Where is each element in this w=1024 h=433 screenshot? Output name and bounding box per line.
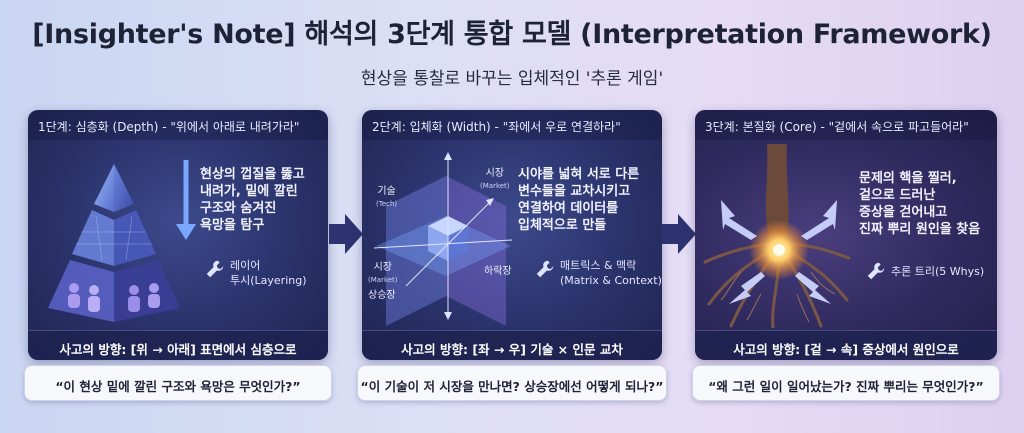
stage-1-description: 현상의 껍질을 뚫고 내려가, 밑에 깔린 구조와 숨겨진 욕망을 탐구	[200, 167, 305, 233]
stage-3-heading: 3단계: 본질화 (Core) - "겉에서 속으로 파고들어라"	[695, 110, 997, 140]
roots-core-illustration	[703, 144, 851, 328]
stage-2-card: 2단계: 입체화 (Width) - "좌에서 우로 연결하라" 기술(Tech…	[362, 110, 662, 360]
stage-2-heading: 2단계: 입체화 (Width) - "좌에서 우로 연결하라"	[362, 110, 662, 140]
stage-3-direction: 사고의 방향: [겉 → 속] 증상에서 원인으로	[695, 330, 997, 360]
label-market-bottom: 시장(Market)	[368, 262, 398, 284]
arrow-right-icon	[329, 214, 363, 254]
wrench-icon	[867, 262, 885, 280]
stage-2-description: 시야를 넓혀 서로 다른 변수들을 교차시키고 연결하여 데이터를 입체적으로 …	[518, 167, 640, 233]
stage-2-direction: 사고의 방향: [좌 → 우] 기술 × 인문 교차	[362, 330, 662, 360]
stage-1-heading: 1단계: 심층화 (Depth) - "위에서 아래로 내려가라"	[28, 110, 328, 140]
stage-2-tool: 매트릭스 & 맥락 (Matrix & Context)	[560, 259, 662, 287]
stage-3-card: 3단계: 본질화 (Core) - "겉에서 속으로 파고들어라"	[695, 110, 997, 360]
page-title: [Insighter's Note] 해석의 3단계 통합 모델 (Interp…	[32, 19, 992, 50]
stage-2-question: “이 기술이 저 시장을 만나면? 상승장에선 어떻게 되나?”	[357, 365, 667, 401]
wrench-icon	[536, 260, 554, 278]
stage-1-question: “이 현상 밑에 깔린 구조와 욕망은 무엇인가?”	[24, 365, 332, 401]
stage-1-card: 1단계: 심층화 (Depth) - "위에서 아래로 내려가라"	[28, 110, 328, 360]
label-rise: 상승장	[368, 290, 396, 301]
stage-1-direction: 사고의 방향: [위 → 아래] 표면에서 심층으로	[28, 330, 328, 360]
cube-matrix-illustration	[373, 152, 513, 326]
label-fall: 하락장	[484, 266, 512, 277]
label-tech: 기술(Tech)	[376, 186, 398, 208]
label-market: 시장(Market)	[480, 168, 510, 190]
arrow-right-icon	[662, 214, 696, 254]
stage-3-tool: 추론 트리(5 Whys)	[891, 265, 985, 278]
page-subtitle: 현상을 통찰로 바꾸는 입체적인 '추론 게임'	[360, 69, 664, 89]
stage-3-question: “왜 그런 일이 일어났는가? 진짜 뿌리는 무엇인가?”	[692, 365, 1000, 401]
wrench-icon	[206, 260, 224, 278]
stage-3-description: 문제의 핵을 찔러, 겉으로 드러난 증상을 걷어내고 진짜 뿌리 원인을 찾음	[859, 171, 981, 237]
stage-1-tool: 레이어 투시(Layering)	[230, 259, 307, 287]
pyramid-illustration	[48, 160, 196, 322]
